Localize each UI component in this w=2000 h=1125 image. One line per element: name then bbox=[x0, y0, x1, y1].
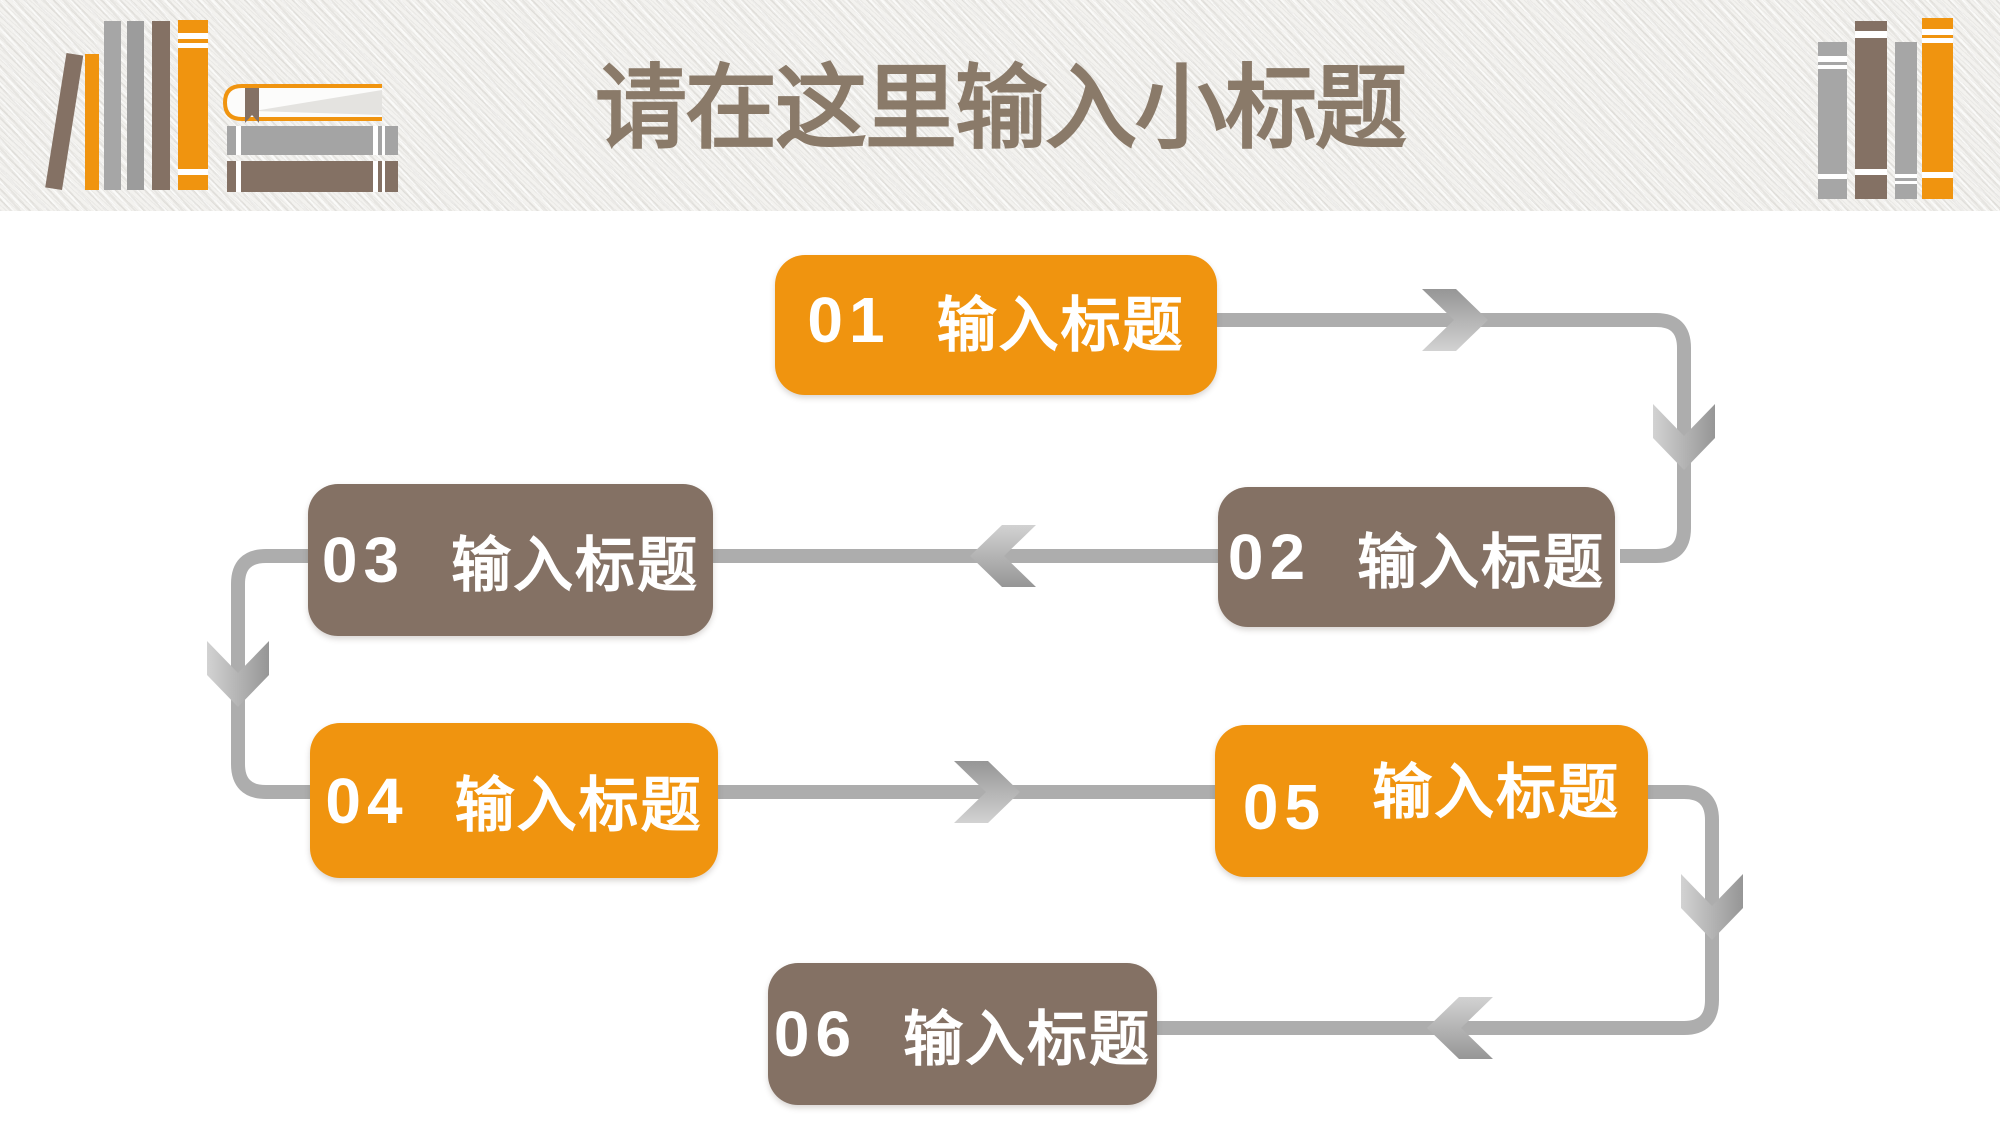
flow-node-06[interactable]: 06 输入标题 bbox=[768, 963, 1157, 1105]
node-number: 03 bbox=[321, 524, 406, 596]
node-title: 输入标题 bbox=[454, 772, 703, 839]
node-title: 输入标题 bbox=[451, 531, 700, 599]
book-spines-icon bbox=[1818, 18, 1953, 199]
slide-subtitle-placeholder[interactable]: 请在这里输入小标题 bbox=[594, 57, 1407, 160]
banner: 请在这里输入小标题 bbox=[0, 0, 2000, 211]
node-number: 06 bbox=[773, 998, 858, 1070]
node-title: 输入标题 bbox=[1372, 758, 1621, 826]
flow-node-04[interactable]: 04 输入标题 bbox=[310, 723, 718, 878]
flow-node-02[interactable]: 02 输入标题 bbox=[1218, 487, 1615, 627]
node-number: 01 bbox=[807, 284, 891, 356]
flow-node-03[interactable]: 03 输入标题 bbox=[308, 484, 713, 636]
node-title: 输入标题 bbox=[903, 1005, 1152, 1073]
flow-node-01[interactable]: 01 输入标题 bbox=[775, 255, 1217, 395]
node-number: 04 bbox=[325, 764, 409, 837]
node-title: 输入标题 bbox=[936, 291, 1185, 359]
node-number: 02 bbox=[1227, 521, 1312, 593]
node-title: 输入标题 bbox=[1357, 528, 1606, 596]
node-number: 05 bbox=[1242, 771, 1327, 843]
books-stack-icon bbox=[45, 20, 398, 192]
flow-node-05[interactable]: 05 输入标题 bbox=[1215, 725, 1648, 877]
